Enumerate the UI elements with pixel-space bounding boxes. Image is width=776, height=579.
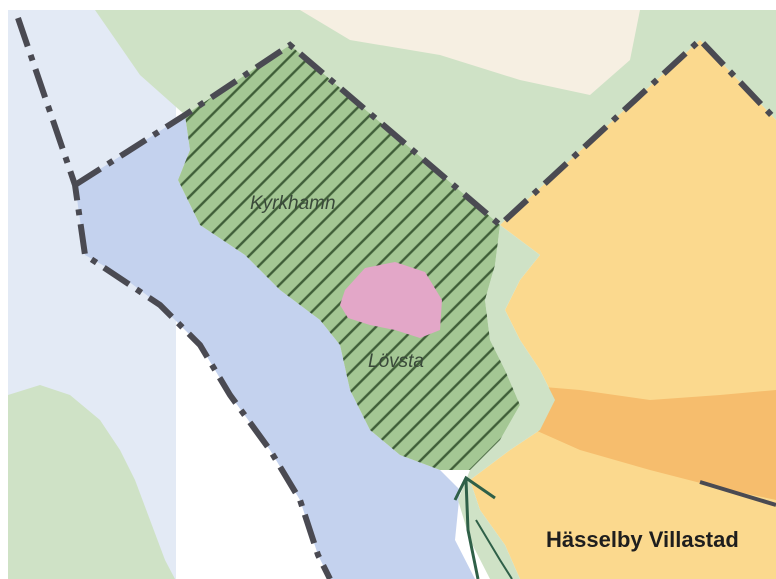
water-body bbox=[75, 115, 475, 579]
green-land-bottom-left bbox=[8, 385, 175, 579]
arrow-line-secondary bbox=[475, 519, 513, 579]
pink-area bbox=[340, 262, 442, 338]
beige-patch bbox=[300, 10, 640, 95]
arrow-head-icon bbox=[453, 475, 496, 501]
boundary-line bbox=[15, 17, 333, 579]
label-lovsta: Lövsta bbox=[368, 351, 424, 372]
residential-area-orange bbox=[520, 385, 776, 500]
label-hasselby-villastad: Hässelby Villastad bbox=[546, 527, 739, 552]
green-strip bbox=[458, 225, 555, 579]
label-kyrkhamn: Kyrkhamn bbox=[250, 193, 336, 214]
boundary-line-bottom-right bbox=[699, 480, 776, 507]
hatched-zone bbox=[178, 45, 520, 470]
arrow-line bbox=[464, 479, 480, 579]
boundary-line-top bbox=[73, 35, 776, 230]
